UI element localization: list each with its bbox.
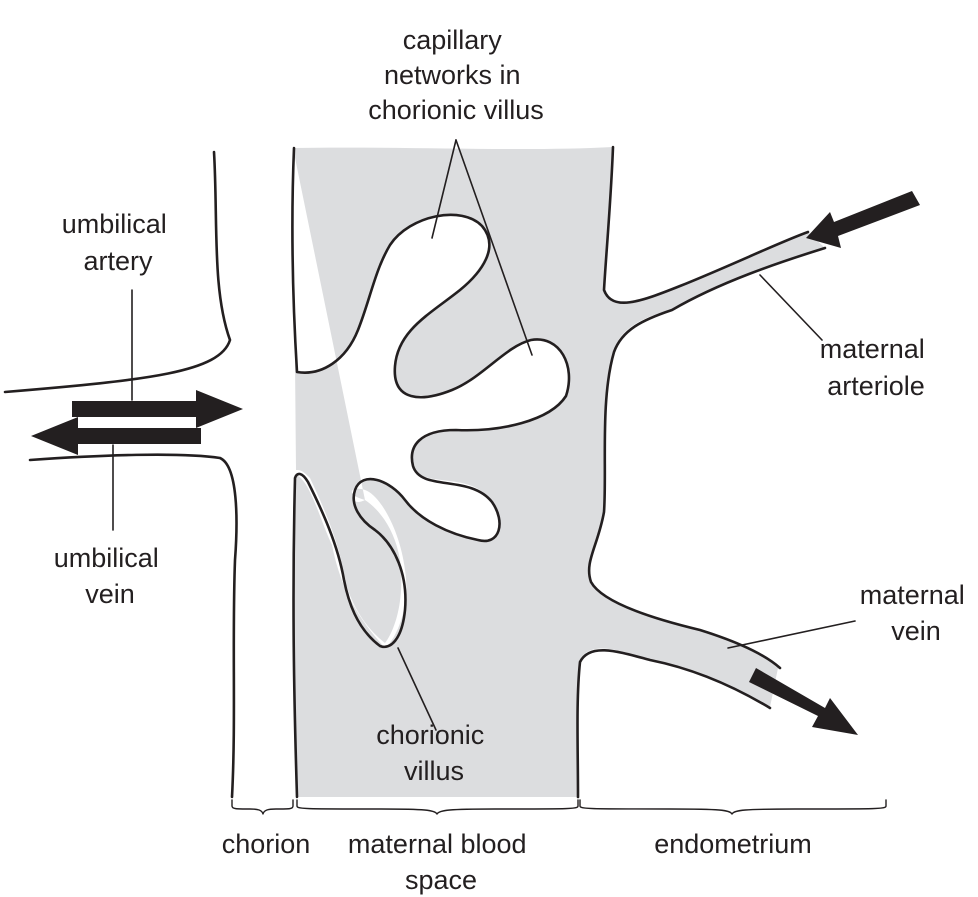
capillary-networks-line-1: capillary <box>403 25 503 55</box>
umbilical-artery-arrow <box>72 390 243 428</box>
maternal-arteriole-arrow <box>806 191 920 248</box>
umbilical-vein-arrow <box>31 417 201 455</box>
maternal-vein-line-2: vein <box>891 616 941 646</box>
capillary-networks-label: capillary networks in chorionic villus <box>368 25 544 125</box>
chorionic-villus-line-1: chorionic <box>376 720 484 750</box>
chorion-lower-wall <box>30 455 236 797</box>
endometrium-label: endometrium <box>654 829 812 859</box>
capillary-networks-line-3: chorionic villus <box>368 95 544 125</box>
maternal-blood-space-label: maternal blood space <box>348 829 534 895</box>
umbilical-artery-line-2: artery <box>83 246 153 276</box>
maternal-blood-space-line-2: space <box>405 865 477 895</box>
umbilical-artery-line-1: umbilical <box>62 209 167 239</box>
umbilical-artery-label: umbilical artery <box>62 209 175 276</box>
chorion-label: chorion <box>222 829 311 859</box>
capillary-networks-line-2: networks in <box>384 60 521 90</box>
maternal-vein-leader <box>728 621 855 648</box>
maternal-arteriole-label: maternal arteriole <box>820 334 933 401</box>
umbilical-vein-line-2: vein <box>85 579 135 609</box>
maternal-vein-line-1: maternal <box>860 580 965 610</box>
endometrium-brace <box>580 800 886 814</box>
umbilical-vein-line-1: umbilical <box>54 543 159 573</box>
maternal-blood-space-brace <box>297 800 578 814</box>
chorion-brace <box>232 800 293 814</box>
maternal-blood-space-region <box>292 147 825 797</box>
chorionic-villus-line-2: villus <box>404 756 464 786</box>
maternal-arteriole-line-2: arteriole <box>827 371 925 401</box>
maternal-arteriole-leader <box>760 275 822 340</box>
maternal-blood-space-line-1: maternal blood <box>348 829 527 859</box>
maternal-vein-label: maternal vein <box>860 580 973 646</box>
maternal-arteriole-line-1: maternal <box>820 334 925 364</box>
umbilical-vein-label: umbilical vein <box>54 543 167 609</box>
